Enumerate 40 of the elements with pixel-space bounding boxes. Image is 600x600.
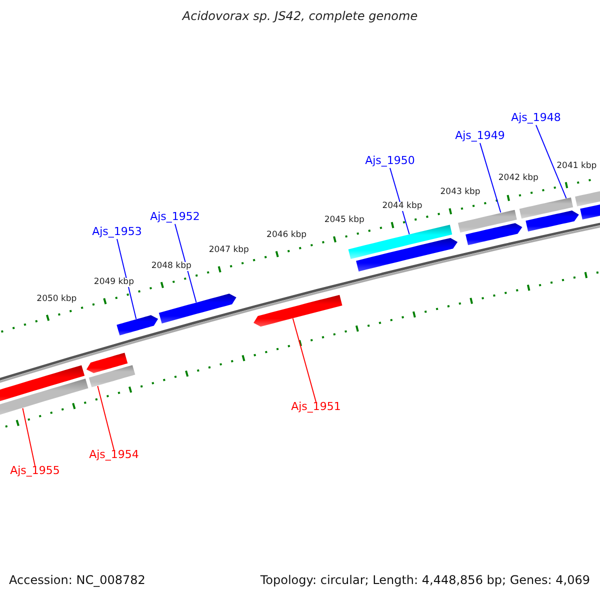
leader-line <box>536 124 567 199</box>
leader-line <box>22 408 36 466</box>
gene-bar <box>158 294 236 324</box>
title: Acidovorax sp. JS42, complete genome <box>180 10 419 24</box>
gene-bar <box>519 197 574 219</box>
genome-info-text: Topology: circular; Length: 4,448,856 bp; Genes: 4,069 <box>260 574 590 588</box>
gene-label: Ajs_1951 <box>291 400 341 414</box>
gene-bar <box>526 210 579 232</box>
gene-bar <box>88 365 136 388</box>
scale-label: 2047 kbp <box>208 246 249 256</box>
gene-bar <box>466 223 522 246</box>
scale-label: 2044 kbp <box>382 202 422 211</box>
leader-line <box>116 238 137 320</box>
gene-label: Ajs_1952 <box>150 210 200 224</box>
scale-label: 2045 kbp <box>324 216 364 226</box>
scale-label: 2041 kbp <box>556 162 597 171</box>
scale-label: 2042 kbp <box>498 174 538 184</box>
gene-bar <box>86 352 128 374</box>
scale-label: 2049 kbp <box>94 278 134 288</box>
leader-line <box>174 224 197 303</box>
scale-label: 2048 kbp <box>151 262 192 271</box>
gene-label: Ajs_1950 <box>365 154 415 168</box>
gene-label: Ajs_1949 <box>455 130 505 142</box>
leader-line <box>292 318 316 402</box>
gene-label: Ajs_1948 <box>511 112 561 124</box>
gene-bar <box>116 315 158 336</box>
scale-label: 2050 kbp <box>36 294 77 304</box>
gene-label: Ajs_1954 <box>89 448 139 462</box>
leader-line <box>390 168 410 235</box>
scale-label: 2046 kbp <box>266 230 307 240</box>
gene-bar <box>356 238 458 272</box>
leader-line <box>480 142 502 214</box>
gene-label: Ajs_1953 <box>92 226 142 238</box>
accession-text: Accession: NC_008782 <box>9 574 146 588</box>
gene-bar <box>458 210 517 233</box>
gene-label: Ajs_1955 <box>10 464 60 478</box>
gene-bar <box>348 224 452 260</box>
leader-line <box>97 386 114 450</box>
gene-bar <box>254 294 342 327</box>
scale-label: 2043 kbp <box>440 188 480 198</box>
